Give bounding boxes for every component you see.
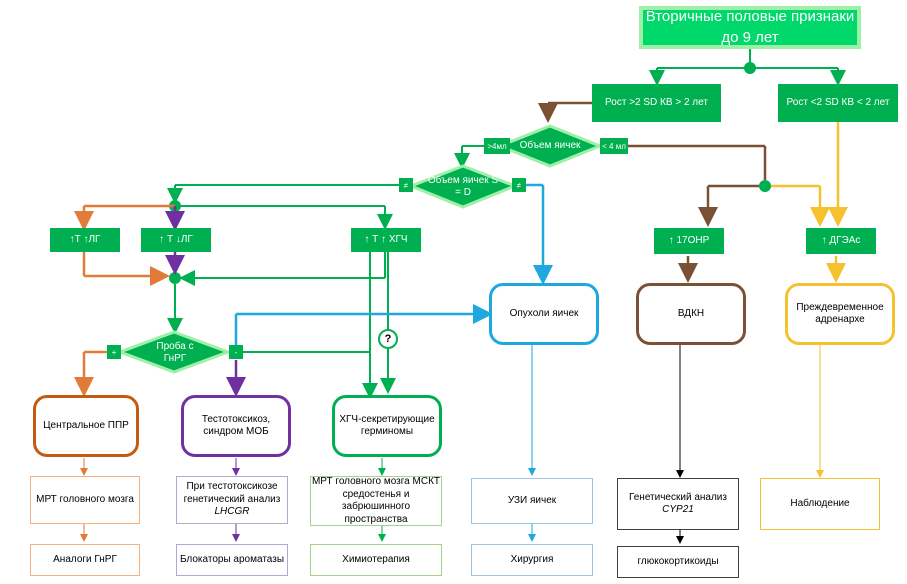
hormone-box-2: ↑ Т ↓ЛГ — [141, 228, 211, 252]
dx-tumors-text: Опухоли яичек — [509, 307, 579, 319]
title-box: Вторичные половые признаки до 9 лет — [639, 6, 861, 49]
test-testotox-box: При тестотоксикозе генетический анализ L… — [176, 476, 288, 524]
test-testotox-gene: LHCGR — [214, 506, 250, 518]
tx-hcg-text: Химиотерапия — [342, 553, 410, 565]
branch-left-text: Рост >2 SD КВ > 2 лет — [605, 96, 708, 108]
sign-plus: + — [107, 345, 121, 359]
test-adrenarche-text: Наблюдение — [790, 497, 850, 509]
tx-tumors-text: Хирургия — [510, 553, 554, 565]
tx-testotox-box: Блокаторы ароматазы — [176, 544, 288, 576]
test-central-text: МРТ головного мозга — [36, 493, 134, 505]
test-testotox-prefix: При тестотоксикозе генетический анализ — [183, 481, 281, 505]
hormone-17ohp-text: ↑ 17ОНР — [668, 234, 710, 246]
tx-cah-box: глюкокортикоиды — [617, 546, 739, 578]
dx-tumors-box: Опухоли яичек — [489, 283, 599, 345]
tx-cah-text: глюкокортикоиды — [637, 555, 719, 567]
dx-adrenarche-box: Преждевременное адренархе — [785, 283, 895, 345]
dx-central-box: Центральное ППР — [33, 395, 139, 457]
test-testotox-text: При тестотоксикозе генетический анализ L… — [177, 481, 287, 519]
branch-right-box: Рост <2 SD КВ < 2 лет — [778, 84, 898, 122]
label-gt4: >4мл — [484, 138, 510, 154]
dx-cah-box: ВДКН — [636, 283, 746, 345]
question-mark: ? — [378, 329, 398, 349]
diamond-symmetry-text: Объем яичек S = D — [427, 175, 499, 198]
hormone-box-3: ↑ Т ↑ ХГЧ — [351, 228, 421, 252]
test-hcg-box: МРТ головного мозга МСКТ средостенья и з… — [310, 476, 442, 526]
test-cah-prefix: Генетический анализ — [629, 491, 727, 503]
test-hcg-text: МРТ головного мозга МСКТ средостенья и з… — [311, 476, 441, 525]
dx-hcg-text: ХГЧ-секретирующие герминомы — [339, 413, 435, 438]
test-cah-gene: CYP21 — [662, 504, 694, 515]
sign-neq-right: ≠ — [512, 178, 526, 192]
title-text: Вторичные половые признаки до 9 лет — [645, 8, 855, 46]
dx-testotox-text: Тестотоксикоз, синдром МОБ — [201, 413, 271, 438]
test-tumors-text: УЗИ яичек — [507, 494, 557, 506]
sign-minus: - — [229, 345, 243, 359]
hormone-box-1: ↑Т ↑ЛГ — [50, 228, 120, 252]
dx-testotox-box: Тестотоксикоз, синдром МОБ — [181, 395, 291, 457]
test-central-box: МРТ головного мозга — [30, 476, 140, 524]
diamond-testes-text: Объем яичек — [519, 140, 581, 151]
tx-central-box: Аналоги ГнРГ — [30, 544, 140, 576]
diamond-gnrh-text: Проба с ГнРГ — [156, 341, 194, 364]
tx-tumors-box: Хирургия — [471, 544, 593, 576]
dx-central-text: Центральное ППР — [43, 419, 129, 431]
diamond-testes-shape — [495, 124, 605, 168]
test-adrenarche-box: Наблюдение — [760, 478, 880, 530]
hormone-box-17ohp: ↑ 17ОНР — [654, 228, 724, 254]
tx-central-text: Аналоги ГнРГ — [53, 553, 117, 565]
dx-hcg-box: ХГЧ-секретирующие герминомы — [332, 395, 442, 457]
diamond-gnrh-shape — [115, 330, 233, 374]
branch-left-box: Рост >2 SD КВ > 2 лет — [592, 84, 721, 122]
hormone-dhea-text: ↑ ДГЭАс — [821, 234, 861, 246]
tx-hcg-box: Химиотерапия — [310, 544, 442, 576]
dx-cah-text: ВДКН — [677, 307, 705, 319]
hormone-box-dhea: ↑ ДГЭАс — [806, 228, 876, 254]
hormone-3-text: ↑ Т ↑ ХГЧ — [364, 233, 408, 245]
label-lt4: < 4 мл — [600, 138, 628, 154]
sign-neq-left: ≠ — [399, 178, 413, 192]
tx-testotox-text: Блокаторы ароматазы — [179, 553, 285, 565]
hormone-1-text: ↑Т ↑ЛГ — [69, 233, 101, 245]
dx-adrenarche-text: Преждевременное адренархе — [796, 301, 884, 326]
diamond-symmetry-shape — [406, 164, 520, 209]
test-tumors-box: УЗИ яичек — [471, 478, 593, 524]
hormone-2-text: ↑ Т ↓ЛГ — [159, 233, 193, 245]
branch-right-text: Рост <2 SD КВ < 2 лет — [786, 96, 890, 108]
